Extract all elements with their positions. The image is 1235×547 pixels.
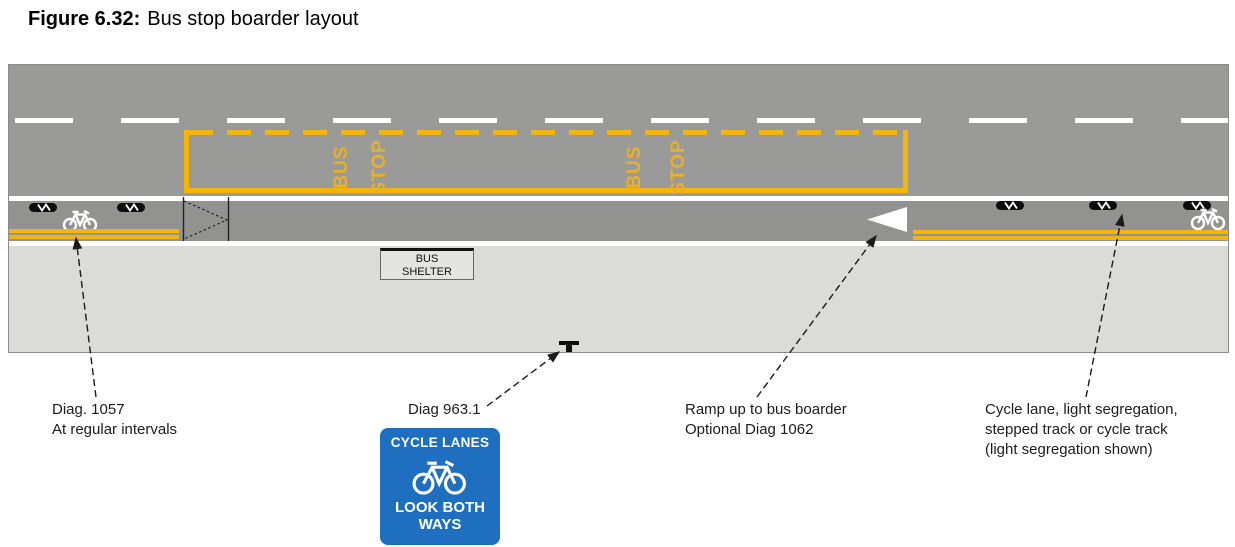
bus-shelter-label-line2: SHELTER xyxy=(402,266,452,278)
sign-text-look-both: LOOK BOTH xyxy=(395,499,485,516)
bicycle-icon xyxy=(1189,202,1227,237)
annotation-line: Diag 963.1 xyxy=(408,401,481,418)
annotation-line: stepped track or cycle track xyxy=(985,421,1168,438)
bus-stop-boarder-diagram: BUS STOP BUS STOP xyxy=(8,64,1229,353)
bus-stop-road-text-2-stop: STOP xyxy=(668,139,689,195)
annotation-diag-1057: Diag. 1057 At regular intervals xyxy=(52,400,177,440)
double-yellow-line-marking xyxy=(913,230,1228,240)
footway-kerb-line xyxy=(9,241,1228,246)
annotation-line: Cycle lane, light segregation, xyxy=(985,401,1178,418)
cycle-lanes-look-both-ways-sign: CYCLE LANES LOOK BOTH WAYS xyxy=(380,428,500,545)
carriageway-centreline-marking xyxy=(9,118,1228,123)
annotation-ramp: Ramp up to bus boarder Optional Diag 106… xyxy=(685,400,847,440)
light-segregation-marker-icon xyxy=(1183,197,1211,211)
annotation-line: Ramp up to bus boarder xyxy=(685,401,847,418)
light-segregation-marker-icon xyxy=(1089,197,1117,211)
figure-title-text: Bus stop boarder layout xyxy=(147,8,359,30)
annotation-diag-963-1: Diag 963.1 xyxy=(408,400,481,420)
ramp-triangle-icon xyxy=(867,207,907,232)
sign-post-stem xyxy=(566,345,572,352)
bus-stop-road-text-1-bus: BUS xyxy=(331,145,352,189)
annotation-line: Diag. 1057 xyxy=(52,401,125,418)
bus-shelter-label-line1: BUS xyxy=(415,253,439,265)
bus-stop-cage-marking xyxy=(184,130,908,193)
sign-text-ways: WAYS xyxy=(418,516,462,533)
bus-shelter-box: BUS SHELTER xyxy=(380,248,474,280)
bus-stop-road-text-2-bus: BUS xyxy=(624,145,645,189)
double-yellow-line-marking xyxy=(9,229,179,239)
leader-arrow-diag-963-1 xyxy=(486,351,561,407)
annotation-line: (light segregation shown) xyxy=(985,441,1153,458)
footway-surface xyxy=(9,246,1228,352)
ramp-triangle-icon xyxy=(182,197,230,243)
light-segregation-marker-icon xyxy=(117,199,145,213)
annotation-line: At regular intervals xyxy=(52,421,178,438)
figure-caption: Figure 6.32: Bus stop boarder layout xyxy=(28,8,359,31)
bus-stop-road-text-1-stop: STOP xyxy=(369,139,390,195)
sign-text-top: CYCLE LANES xyxy=(390,435,490,450)
light-segregation-marker-icon xyxy=(29,199,57,213)
bus-stop-cage-dashed-edge xyxy=(189,130,903,135)
annotation-line: Optional Diag 1062 xyxy=(685,421,814,438)
cycle-lane-edge-line-top xyxy=(9,196,1228,201)
sign-post-icon xyxy=(559,341,579,352)
bicycle-icon xyxy=(412,460,466,495)
light-segregation-marker-icon xyxy=(996,197,1024,211)
sign-post-bar xyxy=(559,341,579,345)
figure-label: Figure 6.32: xyxy=(28,8,141,30)
annotation-cycle-lane: Cycle lane, light segregation, stepped t… xyxy=(985,400,1178,460)
